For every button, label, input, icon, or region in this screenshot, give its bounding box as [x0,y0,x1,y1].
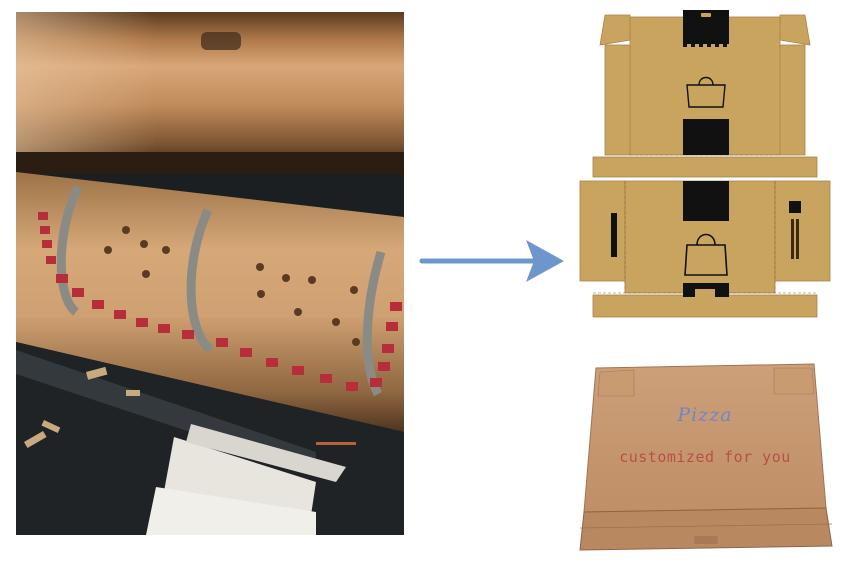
shopping-bag-icon [686,76,726,108]
base-label-block [683,181,729,221]
machine-illustration [16,12,404,535]
pizza-box-illustration [579,363,833,551]
shopping-bag-icon-base [684,233,728,276]
die-cutting-machine-photo [16,12,404,535]
qr-code-icon [789,201,801,213]
arrow-right-icon [419,240,564,282]
lid-label-block [683,119,729,155]
pizza-box: Pizza customized for you [574,360,836,556]
mailer-box-dieline [579,10,831,318]
